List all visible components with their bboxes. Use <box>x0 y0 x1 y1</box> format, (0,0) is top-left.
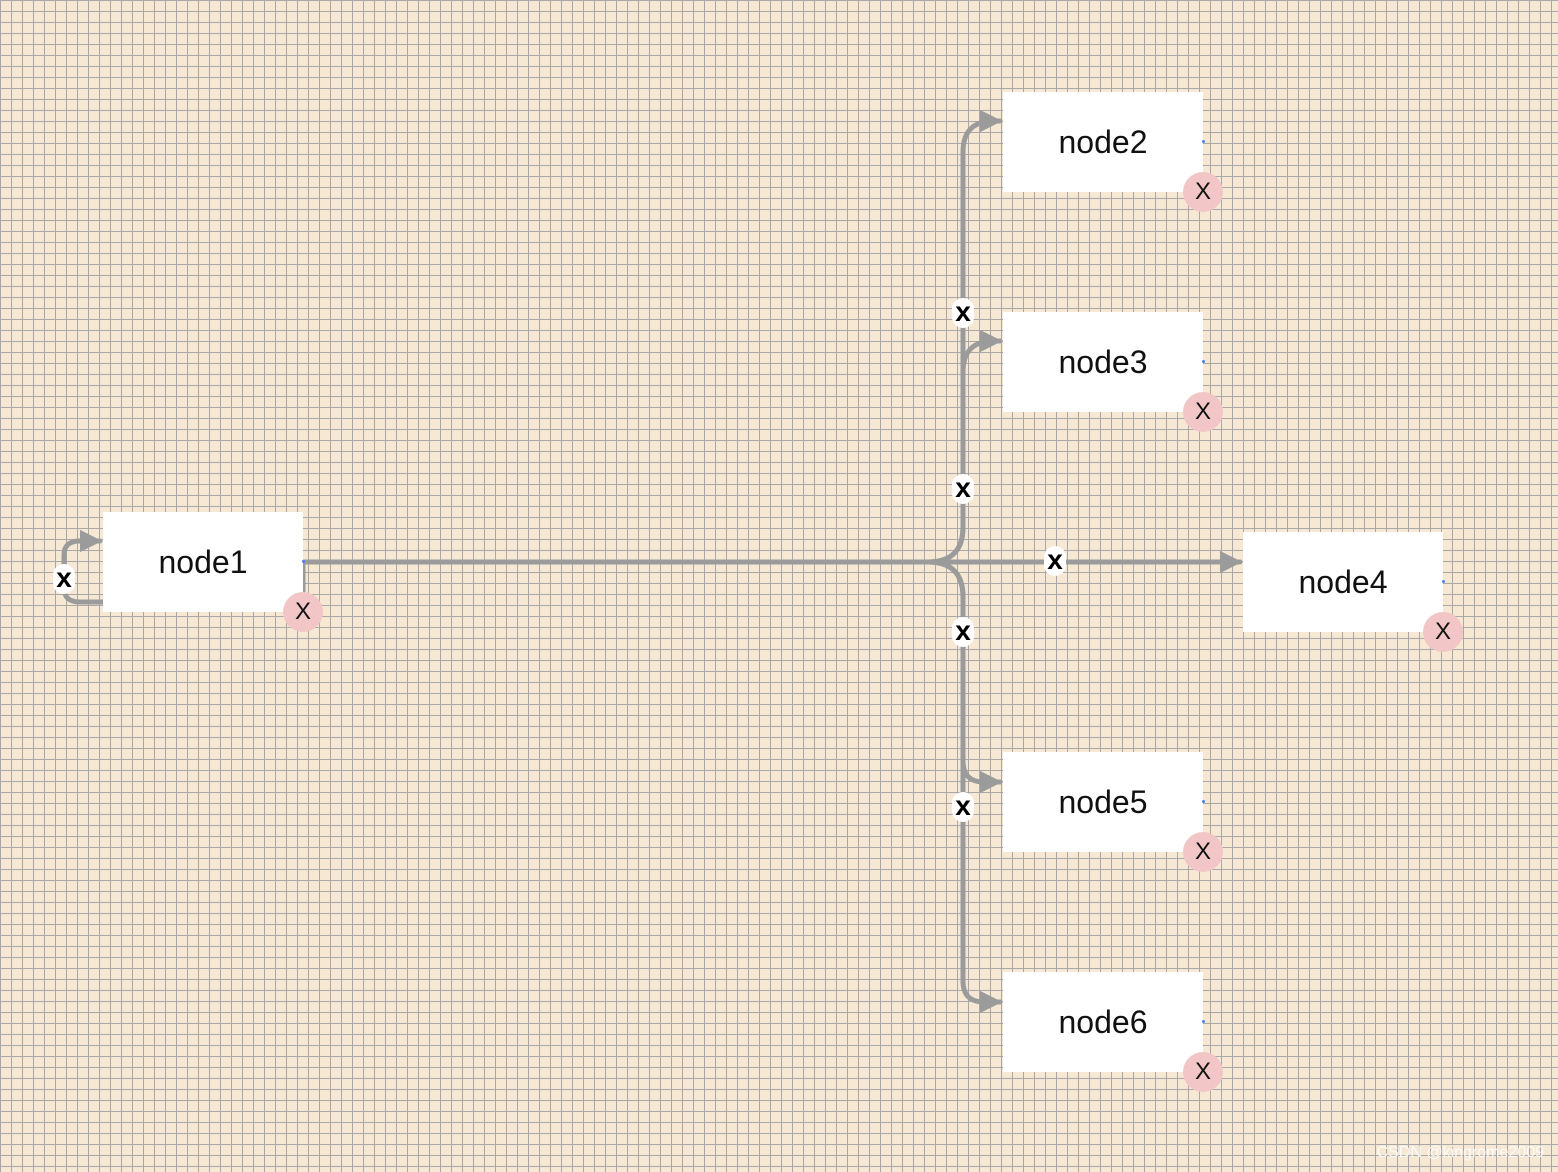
node-label: node4 <box>1298 563 1388 600</box>
watermark: CSDN @kingrome2009 <box>1376 1144 1544 1161</box>
delete-node-button[interactable]: X <box>283 592 323 632</box>
node-node3[interactable]: node3 X <box>1003 312 1223 432</box>
node-label: node6 <box>1058 1003 1148 1040</box>
node-node4[interactable]: node4 X <box>1243 532 1463 652</box>
delete-node-button[interactable]: X <box>1183 1052 1223 1092</box>
delete-node-button[interactable]: X <box>1183 392 1223 432</box>
delete-node-button[interactable]: X <box>1183 172 1223 212</box>
node-node5[interactable]: node5 X <box>1003 752 1223 872</box>
node-node1[interactable]: node1 X <box>103 512 323 632</box>
node-node6[interactable]: node6 X <box>1003 972 1223 1092</box>
output-port[interactable] <box>1202 140 1205 143</box>
node-label: node5 <box>1058 783 1148 820</box>
edge-delete-label-node1-node2[interactable]: x <box>952 298 974 328</box>
edge-node1-node2[interactable] <box>300 109 1003 565</box>
edge-delete-label-node1-node3[interactable]: x <box>952 474 974 504</box>
edge-delete-label-node1-node5[interactable]: x <box>952 617 974 647</box>
node-node2[interactable]: node2 X <box>1003 92 1223 212</box>
node-label: node2 <box>1058 123 1148 160</box>
output-port[interactable] <box>1202 360 1205 363</box>
output-port[interactable] <box>302 560 305 563</box>
edge-delete-label-node1-node6[interactable]: x <box>952 792 974 822</box>
output-port[interactable] <box>1442 580 1445 583</box>
delete-node-button[interactable]: X <box>1183 832 1223 872</box>
node-label: node3 <box>1058 343 1148 380</box>
node-label: node1 <box>158 543 248 580</box>
edge-node1-node3[interactable] <box>300 329 1003 565</box>
edge-delete-label-node1-node1[interactable]: x <box>53 564 75 594</box>
delete-node-button[interactable]: X <box>1423 612 1463 652</box>
edge-node1-node5[interactable] <box>300 559 1003 794</box>
output-port[interactable] <box>1202 1020 1205 1023</box>
output-port[interactable] <box>1202 800 1205 803</box>
edge-node1-node6[interactable] <box>300 559 1003 1014</box>
edge-delete-label-node1-node4[interactable]: x <box>1044 546 1066 576</box>
